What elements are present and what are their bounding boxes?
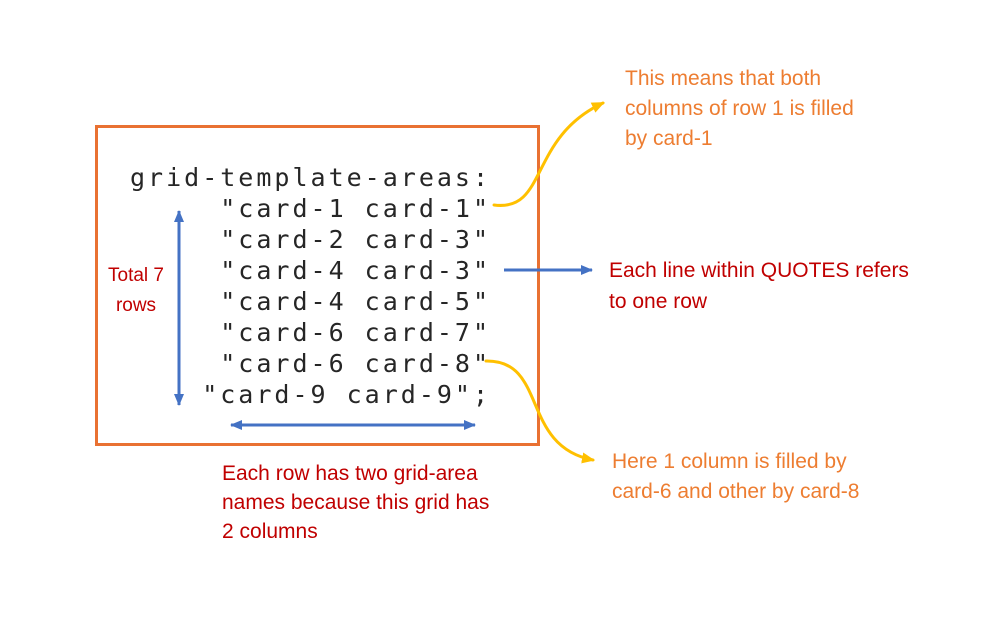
code-row-line-5: "card-6 card-7" <box>130 318 492 347</box>
code-property-line: grid-template-areas: <box>130 163 492 192</box>
code-row-line-4: "card-4 card-5" <box>130 287 492 316</box>
code-row-line-7: "card-9 card-9"; <box>130 380 492 409</box>
code-row-line-3: "card-4 card-3" <box>130 256 492 285</box>
total-rows-label: Total 7 rows <box>108 265 164 316</box>
annotation-quotes-one-row: Each line within QUOTES refers to one ro… <box>609 259 909 313</box>
annotation-card6-card8-columns: Here 1 column is filled by card-6 and ot… <box>612 450 860 503</box>
annotation-row1-filled-by-card1: This means that both columns of row 1 is… <box>625 67 854 150</box>
caption-two-columns: Each row has two grid-area names because… <box>222 462 490 543</box>
code-row-line-1: "card-1 card-1" <box>130 194 492 223</box>
code-row-line-6: "card-6 card-8" <box>130 349 492 378</box>
code-block: grid-template-areas: "card-1 card-1" "ca… <box>130 162 491 410</box>
code-row-line-2: "card-2 card-3" <box>130 225 492 254</box>
code-box <box>95 125 540 446</box>
